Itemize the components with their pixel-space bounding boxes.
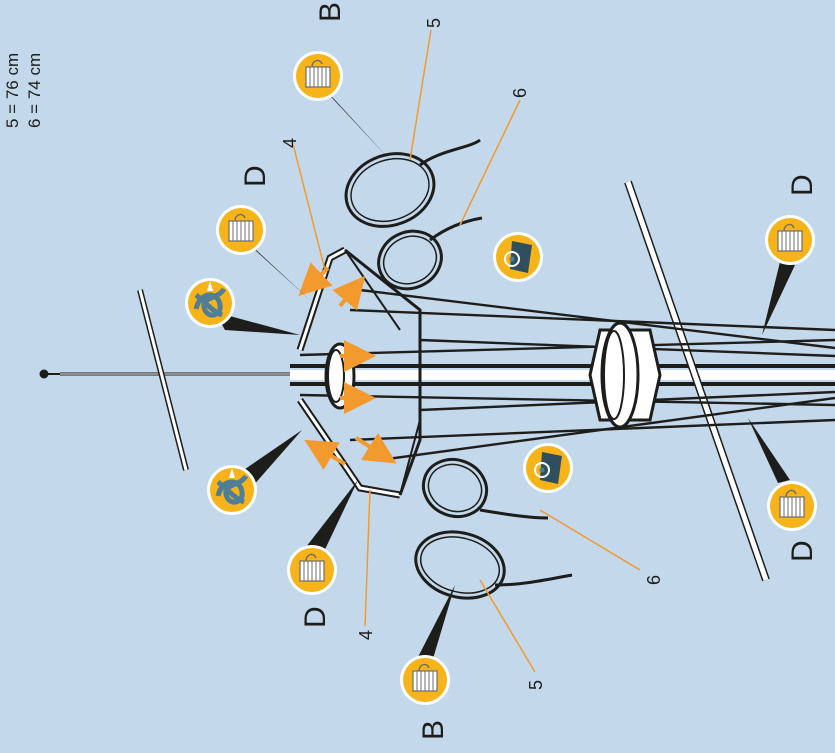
label-d-right-bottom: D: [786, 540, 819, 562]
top-crosstree: [140, 290, 186, 470]
thread-spool-icon: [287, 545, 337, 595]
label-4-bottom: 4: [356, 630, 376, 640]
label-d-left-top: D: [239, 165, 272, 187]
label-5-bottom: 5: [526, 680, 546, 690]
label-d-right-top: D: [786, 174, 819, 196]
mast-collar-lower: [590, 323, 660, 427]
label-6-top: 6: [510, 88, 530, 98]
label-6-bottom: 6: [644, 575, 664, 585]
measurement-5: 5 = 76 cm: [3, 53, 22, 128]
fid-tool-icon: [493, 232, 543, 282]
thread-spool-icon: [216, 205, 266, 255]
label-b-top: B: [314, 2, 347, 22]
reef-knot-icon: [185, 278, 235, 328]
reef-knot-icon: [207, 465, 257, 515]
thread-spool-icon: [400, 655, 450, 705]
label-4-top: 4: [280, 138, 300, 148]
thread-spool-icon: [765, 215, 815, 265]
thread-spool-icon: [767, 481, 817, 531]
label-d-left-bottom: D: [299, 606, 332, 628]
measurement-block: 5 = 76 cm 6 = 74 cm: [3, 53, 44, 128]
measurement-6: 6 = 74 cm: [25, 53, 44, 128]
thread-spool-icon: [293, 51, 343, 101]
fid-tool-icon: [523, 443, 573, 493]
label-5-top: 5: [424, 18, 444, 28]
label-b-bottom: B: [417, 720, 450, 740]
